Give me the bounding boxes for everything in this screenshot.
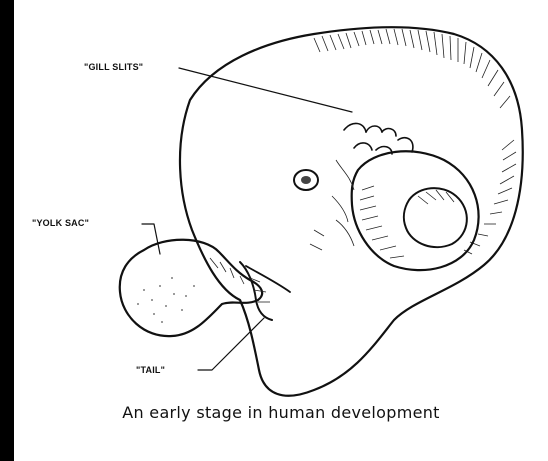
tail [240,262,290,320]
embryo-body-outline [180,27,523,395]
illustration-panel: "GILL SLITS" "YOLK SAC" "TAIL" An early … [14,0,548,461]
body-texture [310,160,354,250]
yolk-sac [120,240,262,336]
optic-region [294,170,318,190]
top-shading [314,29,510,108]
gill-slits-region [344,123,413,154]
tail-label: "TAIL" [136,365,165,375]
heart-bulge [352,151,479,270]
figure-caption: An early stage in human development [14,403,548,422]
leader-lines [142,68,352,370]
right-shading [464,140,516,254]
gill-slits-label: "GILL SLITS" [84,62,143,72]
embryo-illustration: "GILL SLITS" "YOLK SAC" "TAIL" [14,0,548,410]
yolk-sac-label: "YOLK SAC" [32,218,89,228]
